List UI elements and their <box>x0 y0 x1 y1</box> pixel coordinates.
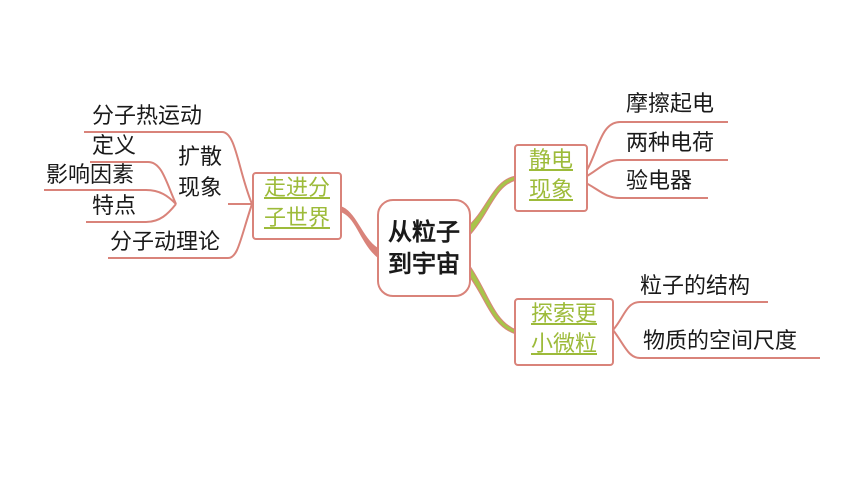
branch-static <box>465 175 517 240</box>
center-line2: 到宇宙 <box>388 250 460 278</box>
smaller-particles-box: 探索更 小微粒 <box>514 298 614 366</box>
leaf-two-charges: 两种电荷 <box>626 131 715 156</box>
leaf-kinetic-theory: 分子动理论 <box>110 230 221 255</box>
molecular-title-line1: 走进分 <box>263 176 330 201</box>
leaf-thermal-motion: 分子热运动 <box>92 104 203 129</box>
static-title-line1: 静电 <box>528 148 573 173</box>
leaf-spatial-scale: 物质的空间尺度 <box>643 329 798 354</box>
particles-title-line2: 小微粒 <box>530 332 597 357</box>
leaf-features: 特点 <box>92 194 137 219</box>
branch-molecules <box>340 206 378 258</box>
center-line1: 从粒子 <box>388 218 460 246</box>
node-diffusion-line1: 扩散 <box>178 145 223 170</box>
node-diffusion-line2: 现象 <box>178 176 223 201</box>
particles-title-line1: 探索更 <box>530 302 597 327</box>
center-node: 从粒子 到宇宙 <box>377 199 471 297</box>
leaf-electroscope: 验电器 <box>626 169 693 194</box>
leaf-definition: 定义 <box>92 134 137 159</box>
leaf-influencing-factors: 影响因素 <box>46 163 135 188</box>
static-title-line2: 现象 <box>528 178 573 203</box>
static-electricity-box: 静电 现象 <box>514 144 588 212</box>
leaf-friction-charging: 摩擦起电 <box>626 92 715 117</box>
leaf-particle-structure: 粒子的结构 <box>640 274 751 299</box>
branch-particles <box>465 260 517 335</box>
molecular-world-box: 走进分 子世界 <box>252 172 342 240</box>
molecular-title-line2: 子世界 <box>263 206 330 231</box>
